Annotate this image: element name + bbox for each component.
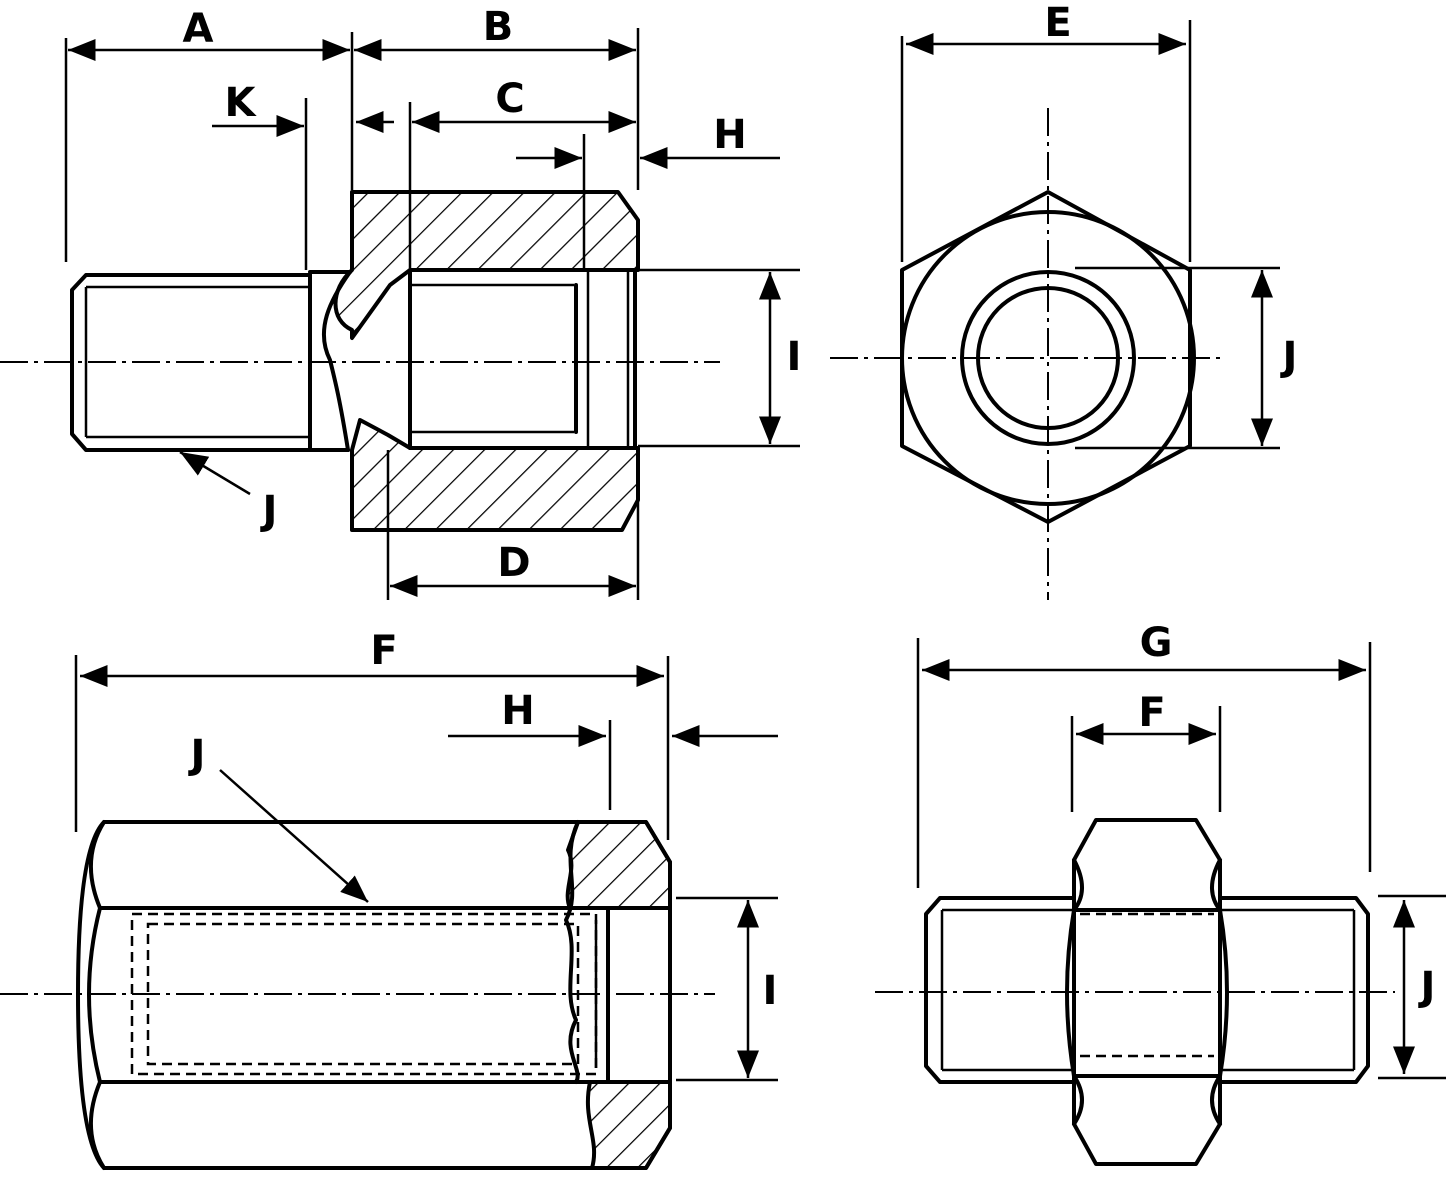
dimension-label-h: H <box>713 112 746 158</box>
break-line <box>564 820 580 1084</box>
dimension-label-i: I <box>763 968 778 1014</box>
dimension-label-f: F <box>1138 690 1165 736</box>
dimension-label-g: G <box>1140 620 1173 666</box>
nipple-side-view: G F J <box>875 620 1446 1166</box>
leader-line-j <box>219 769 369 903</box>
right-thread <box>1218 896 1370 1084</box>
left-thread <box>924 896 1074 1084</box>
collar <box>308 270 352 452</box>
hex-body <box>1065 818 1229 1166</box>
bore <box>408 268 637 450</box>
dimension-label-b: B <box>483 4 514 50</box>
dimension-label-c: C <box>495 76 524 122</box>
fitting-section-view: A B K C H I J D <box>0 4 801 600</box>
coupling-section-view: F H J I <box>0 628 778 1170</box>
dimension-label-a: A <box>183 6 214 52</box>
hidden-thread-outer <box>130 912 598 1076</box>
section-wall-upper <box>565 820 672 910</box>
body-wall-upper <box>333 190 640 340</box>
dimension-label-d: D <box>497 540 530 586</box>
dimension-label-e: E <box>1044 0 1071 46</box>
threaded-stub <box>70 273 312 452</box>
section-wall-lower <box>585 1080 672 1170</box>
dimension-label-j: J <box>1418 964 1436 1010</box>
body-wall-lower <box>350 418 640 532</box>
dimension-label-f: F <box>370 628 397 674</box>
dimension-label-j: J <box>260 488 278 534</box>
hex-end-view: E J <box>830 0 1297 600</box>
dimension-label-j: J <box>1280 334 1298 380</box>
dimension-label-i: I <box>787 334 802 380</box>
bore-counterbore <box>606 906 672 1084</box>
dimension-label-j: J <box>188 732 206 778</box>
dimension-label-k: K <box>225 80 258 126</box>
hidden-thread-inner <box>146 922 580 1066</box>
extension-lines <box>64 28 800 600</box>
dimension-lines <box>68 39 781 597</box>
hex-end-curve <box>87 820 106 1170</box>
dimension-label-h: H <box>501 688 534 734</box>
